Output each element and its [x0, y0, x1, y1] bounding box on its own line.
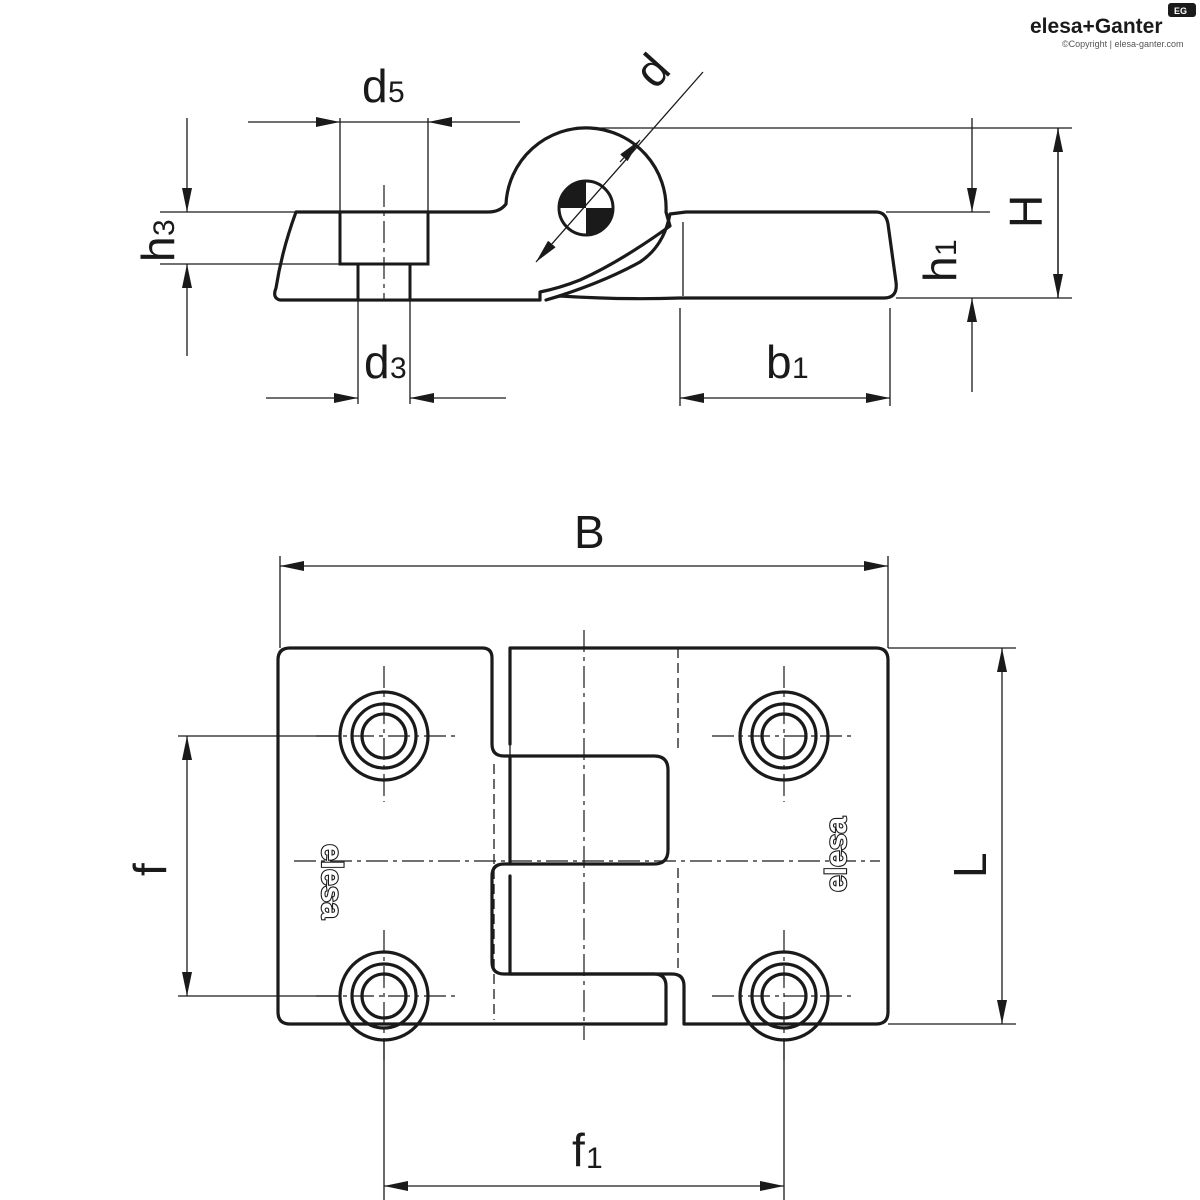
embossed-logo-left: elesa [315, 844, 348, 919]
label-d3-sub: 3 [390, 352, 407, 385]
pin-quadrant [559, 181, 586, 208]
label-b1: b [766, 336, 792, 388]
label-f: f [124, 863, 176, 876]
label-d5-sub: 5 [388, 76, 405, 109]
section-left-leaf [273, 126, 672, 302]
label-b1-sub: 1 [792, 352, 809, 385]
right-leaf-outline [508, 646, 890, 1026]
brand-badge-text: EG [1174, 6, 1187, 16]
label-h1-sub: 1 [930, 239, 963, 256]
label-H: H [1000, 195, 1052, 228]
label-f1: f [572, 1124, 585, 1176]
label-d5: d [362, 60, 388, 112]
label-h1: h [914, 256, 966, 282]
label-d: d [624, 43, 680, 97]
top-view: elesa elesa B L f f 1 [124, 506, 1016, 1200]
brand-badge-icon [1168, 3, 1196, 17]
label-B: B [574, 506, 605, 558]
label-h3-group: h 3 [132, 219, 184, 262]
brand-logo: elesa+Ganter ©Copyright | elesa-ganter.c… [1030, 3, 1196, 49]
brand-copyright: ©Copyright | elesa-ganter.com [1062, 39, 1184, 49]
label-h3: h [132, 236, 184, 262]
embossed-logo-right: elesa [820, 817, 853, 892]
right-leaf [544, 210, 898, 302]
hole-top-left [316, 666, 456, 802]
label-L: L [944, 852, 996, 878]
pin-quadrant-2 [586, 208, 613, 235]
brand-name: elesa+Ganter [1030, 15, 1163, 38]
label-h3-sub: 3 [148, 219, 181, 236]
hole-top-right [712, 666, 856, 802]
d-leader-tip [619, 139, 641, 163]
left-leaf-outline [276, 646, 670, 1026]
label-d3: d [364, 336, 390, 388]
label-h1-group: h 1 [914, 239, 966, 282]
d-leader [535, 71, 704, 263]
hole-bottom-left [316, 930, 456, 1060]
label-f1-sub: 1 [586, 1142, 603, 1175]
side-view: d d 5 h 3 d 3 b 1 [132, 43, 1072, 406]
